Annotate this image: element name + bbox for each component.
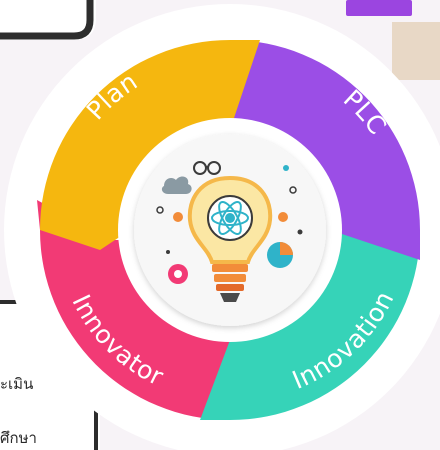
background-text-fragment-1: ะเมิน <box>0 375 34 393</box>
segment-plan <box>40 40 260 250</box>
background-text-fragment-2: ศึกษา <box>0 429 37 447</box>
segment-plc <box>210 40 420 260</box>
lightbulb-atom-icon <box>156 161 303 302</box>
segment-innovator <box>37 200 250 420</box>
segment-innovation <box>200 220 420 420</box>
